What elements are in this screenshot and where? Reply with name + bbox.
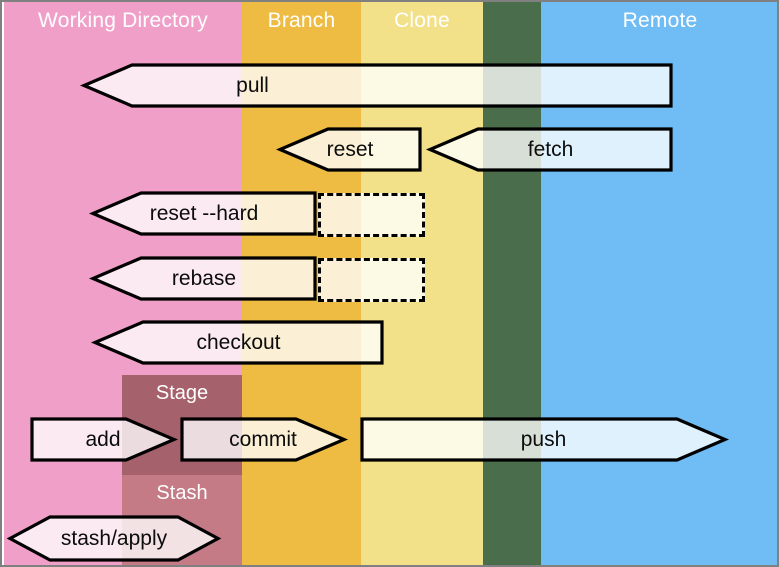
- arrow-reset[interactable]: reset: [275, 127, 422, 172]
- column-label-working_directory: Working Directory: [38, 9, 208, 32]
- arrow-stash_apply[interactable]: stash/apply: [6, 515, 222, 562]
- arrow-shape-checkout: [90, 320, 384, 365]
- arrow-shape-add: [30, 417, 179, 462]
- dashed-box-rebase_ghost: [318, 258, 425, 302]
- arrow-fetch[interactable]: fetch: [425, 127, 673, 172]
- arrow-shape-fetch: [425, 127, 673, 172]
- arrow-add[interactable]: add: [30, 417, 179, 462]
- arrow-shape-push: [360, 417, 730, 462]
- arrow-shape-pull: [79, 63, 673, 108]
- arrow-commit[interactable]: commit: [180, 417, 349, 462]
- arrow-shape-reset: [275, 127, 422, 172]
- column-label-branch: Branch: [267, 9, 336, 32]
- arrow-shape-reset_hard: [88, 191, 317, 236]
- arrow-shape-rebase: [88, 256, 317, 301]
- arrow-shape-commit: [180, 417, 349, 462]
- arrow-reset_hard[interactable]: reset --hard: [88, 191, 317, 236]
- arrow-shape-stash_apply: [6, 515, 222, 562]
- subcolumn-label-stage: Stage: [155, 382, 209, 404]
- column-label-clone: Clone: [394, 9, 450, 32]
- arrow-rebase[interactable]: rebase: [88, 256, 317, 301]
- arrow-pull[interactable]: pull: [79, 63, 673, 108]
- column-label-remote: Remote: [622, 9, 698, 32]
- arrow-checkout[interactable]: checkout: [90, 320, 384, 365]
- subcolumn-label-stash: Stash: [156, 482, 208, 504]
- arrow-push[interactable]: push: [360, 417, 730, 462]
- dashed-box-reset_hard_ghost: [318, 193, 425, 237]
